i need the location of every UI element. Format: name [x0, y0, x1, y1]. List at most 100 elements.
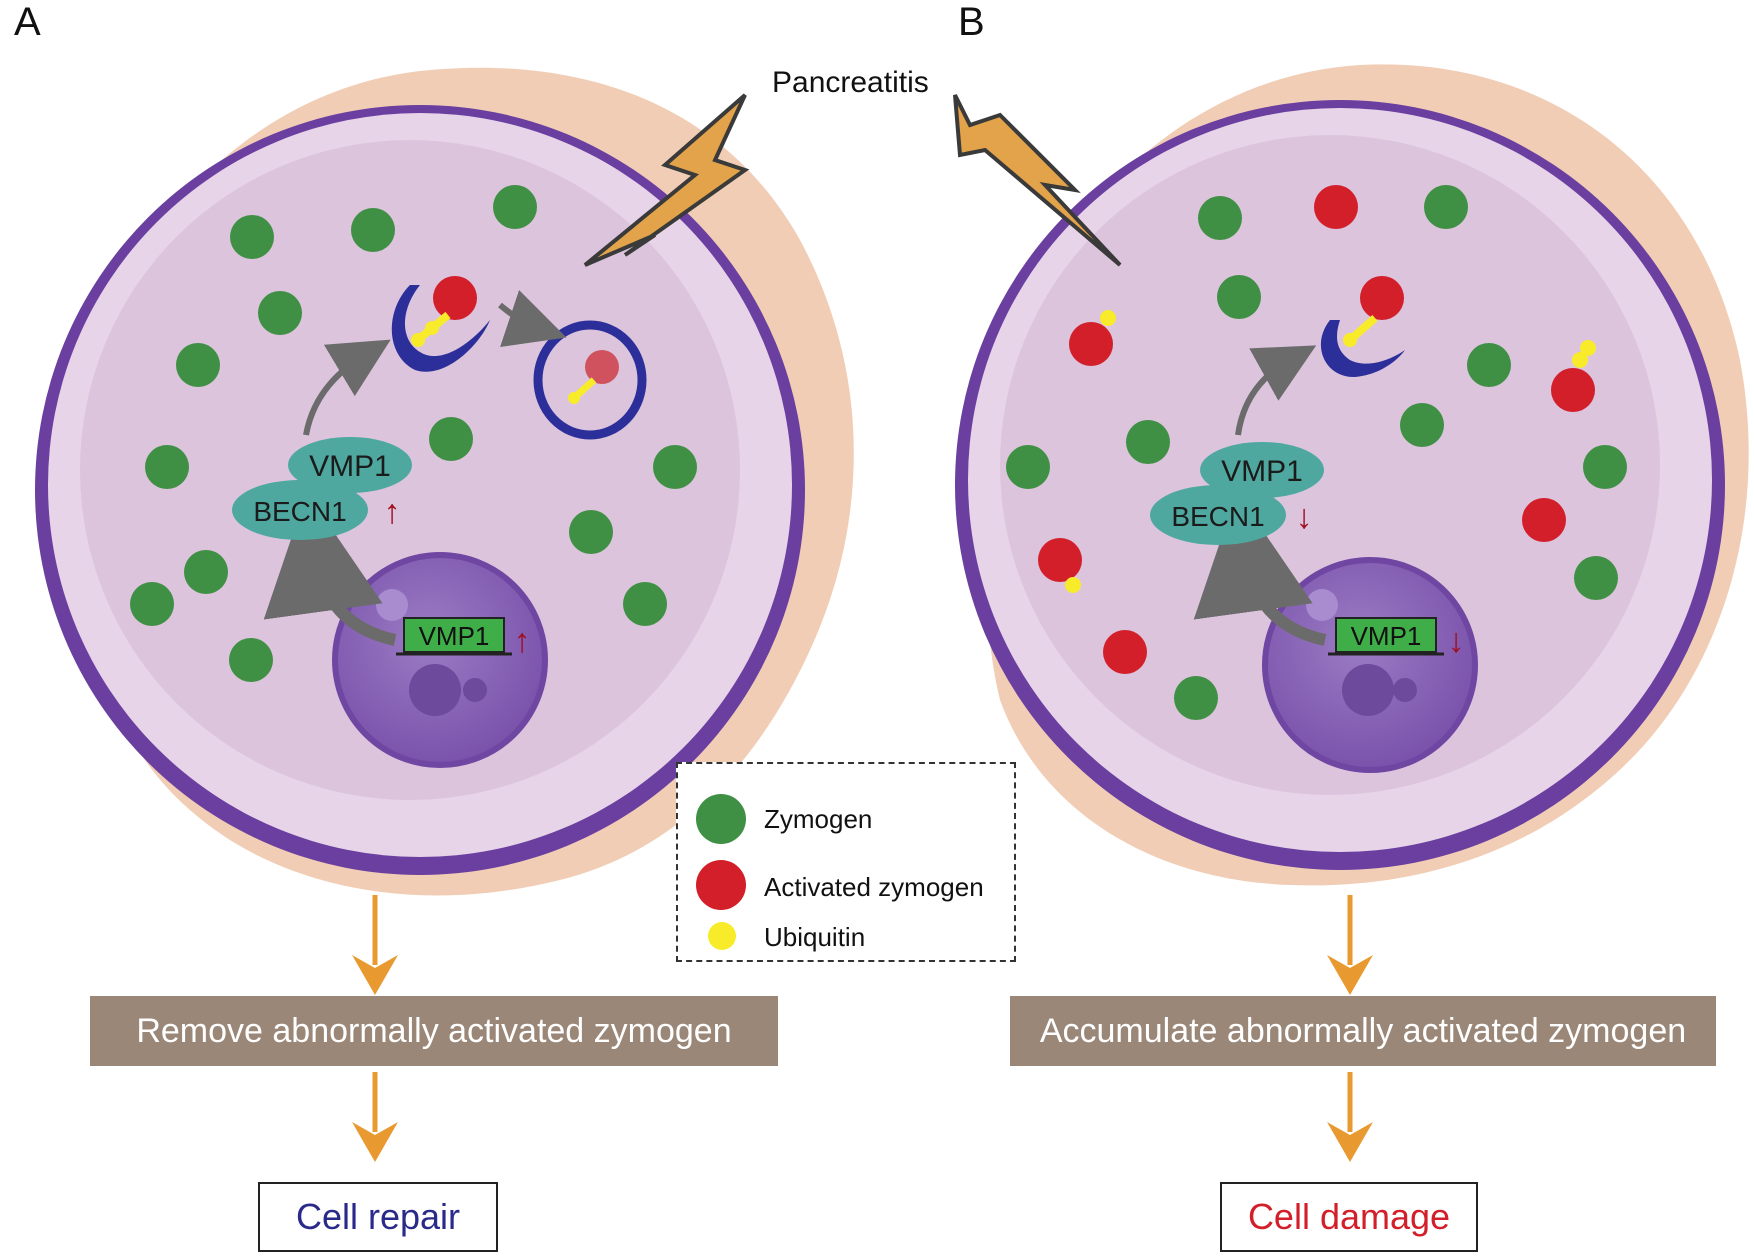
- cell-b-becn1-protein-label: BECN1: [1171, 501, 1264, 532]
- cell-b-vmp1-gene-label: VMP1: [1351, 621, 1422, 651]
- zymogen: [184, 550, 228, 594]
- arrow-head: [352, 955, 398, 995]
- zymogen: [130, 582, 174, 626]
- zymogen: [176, 343, 220, 387]
- cell-a-regulation-arrow: ↑: [384, 493, 401, 531]
- cell-b-nucleus-highlight: [1306, 589, 1338, 621]
- zymogen: [1424, 185, 1468, 229]
- zymogen: [145, 445, 189, 489]
- cell-b-regulation-arrow: ↓: [1296, 498, 1313, 536]
- cell-b-ubiquitins: [1065, 310, 1596, 593]
- legend: Zymogen Activated zymogen Ubiquitin: [676, 762, 1016, 962]
- cell-a-vmp1-protein-label: VMP1: [309, 450, 391, 483]
- activated-zymogen-swatch: [696, 860, 746, 910]
- zymogen: [1574, 556, 1618, 600]
- cell-b-phagophore: [1320, 320, 1405, 378]
- cell-a-zymogens: [130, 185, 697, 682]
- panel-b-label: B: [958, 0, 985, 44]
- ubiquitin-swatch: [708, 922, 736, 950]
- lightning-bolt-left: [583, 93, 750, 267]
- zymogen: [429, 417, 473, 461]
- activated-zymogen: [1314, 185, 1358, 229]
- arrow-head: [1327, 955, 1373, 995]
- cell-b-nucleolus-small: [1393, 678, 1417, 702]
- activated-zymogen: [1038, 538, 1082, 582]
- zymogen: [569, 510, 613, 554]
- process-box-remove: Remove abnormally activated zymogen: [90, 996, 778, 1066]
- cell-a-vmp1-protein: [288, 437, 412, 493]
- cell-b-gene-arrow: ↓: [1448, 622, 1465, 660]
- cell-a-degraded-zymogen: [585, 350, 619, 384]
- flow-arrows-b: [1327, 895, 1373, 1162]
- cell-a-nucleus-highlight: [376, 589, 408, 621]
- ubiquitin: [425, 321, 439, 335]
- zymogen: [493, 185, 537, 229]
- lightning-bolt-right: [953, 94, 1122, 267]
- cell-a: VMP1 BECN1 ↑ VMP1 ↑: [35, 67, 854, 896]
- cell-a-becn1-protein-label: BECN1: [253, 496, 346, 527]
- cell-a-arrow-to-phagophore: [303, 339, 391, 436]
- cell-a-arrow-gene-to-protein: [263, 492, 397, 646]
- activated-zymogen: [1522, 498, 1566, 542]
- panel-a-label: A: [14, 0, 41, 44]
- cell-a-nucleus: [332, 552, 548, 768]
- pancreatitis-label: Pancreatitis: [772, 66, 929, 99]
- zymogen-swatch: [696, 794, 746, 844]
- zymogen: [1198, 196, 1242, 240]
- legend-label: Ubiquitin: [764, 922, 866, 952]
- ubiquitin: [1100, 310, 1116, 326]
- ubiquitin: [568, 392, 580, 404]
- cell-b-cytoplasm-inner: [1000, 135, 1660, 795]
- cell-a-phagophore: [391, 285, 490, 372]
- cell-a-nucleolus-large: [409, 664, 461, 716]
- cell-a-nucleolus-small: [463, 678, 487, 702]
- outcome-cell-repair: Cell repair: [258, 1182, 498, 1252]
- zymogen: [1006, 445, 1050, 489]
- arrow-head: [1327, 1122, 1373, 1162]
- ubiquitin: [1572, 352, 1588, 368]
- legend-item-ubiquitin: Ubiquitin: [678, 916, 1014, 966]
- cell-b-activated-zymogens: [1038, 185, 1595, 674]
- ubiquitin: [1580, 340, 1596, 356]
- zymogen: [258, 291, 302, 335]
- cell-a-becn1-protein: [232, 480, 368, 540]
- cell-b-vmp1-protein-label: VMP1: [1221, 455, 1303, 488]
- zymogen: [1583, 445, 1627, 489]
- cell-b-zymogens: [1006, 185, 1627, 720]
- legend-label: Zymogen: [764, 804, 873, 834]
- zymogen: [1467, 343, 1511, 387]
- cell-b-nucleolus-large: [1342, 664, 1394, 716]
- cell-a-activated-zymogen: [433, 276, 477, 320]
- zymogen: [1400, 403, 1444, 447]
- cell-a-vmp1-gene-label: VMP1: [419, 621, 490, 651]
- legend-item-zymogen: Zymogen: [678, 794, 1014, 844]
- zymogen: [230, 215, 274, 259]
- zymogen: [623, 582, 667, 626]
- zymogen: [1126, 420, 1170, 464]
- ubiquitin: [1065, 577, 1081, 593]
- zymogen: [1174, 676, 1218, 720]
- ubiquitin: [411, 333, 425, 347]
- zymogen: [1217, 275, 1261, 319]
- zymogen: [653, 445, 697, 489]
- cell-b: VMP1 BECN1 ↓ VMP1 ↓: [955, 64, 1749, 886]
- process-box-accumulate: Accumulate abnormally activated zymogen: [1010, 996, 1716, 1066]
- zymogen: [229, 638, 273, 682]
- cell-a-autophagosome: [533, 320, 647, 440]
- cell-b-arrow-to-phagophore: [1235, 345, 1317, 436]
- arrow-head: [352, 1122, 398, 1162]
- outcome-cell-damage: Cell damage: [1220, 1182, 1478, 1252]
- legend-label: Activated zymogen: [764, 872, 984, 902]
- activated-zymogen: [1069, 322, 1113, 366]
- cell-a-arrow-to-autophagosome: [498, 290, 567, 347]
- activated-zymogen: [1103, 630, 1147, 674]
- ubiquitin: [1343, 333, 1357, 347]
- activated-zymogen: [1551, 368, 1595, 412]
- cell-a-gene-arrow: ↑: [514, 622, 531, 660]
- zymogen: [351, 208, 395, 252]
- cell-a-vmp1-gene-box: [403, 617, 505, 653]
- flow-arrows-a: [352, 895, 398, 1162]
- cell-b-activated-zymogen-phagophore: [1360, 276, 1404, 320]
- cell-b-becn1-protein: [1150, 485, 1286, 545]
